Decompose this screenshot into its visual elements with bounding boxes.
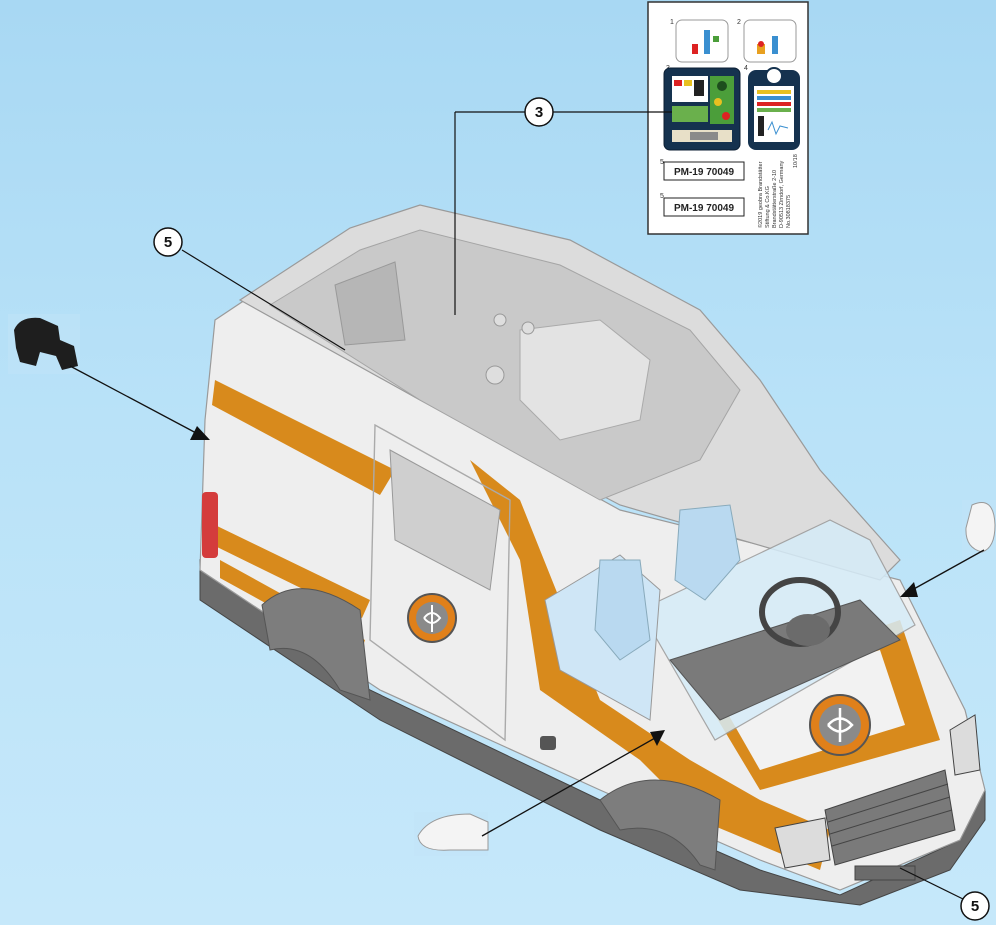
ambulance-van-body [200,205,985,905]
license-plate-holder [855,866,915,880]
sticker-control-panel [664,68,740,150]
interior-mount [494,314,506,326]
front-wheel-arch [600,780,720,870]
callout-number: 5 [154,228,182,256]
mirror-part-icon [414,812,488,856]
svg-text:3: 3 [535,104,543,121]
sticker-index: 4 [744,65,748,72]
legal-line: No.30818375 [786,195,792,228]
sticker-index: 5 [660,159,664,166]
assembly-arrow [70,366,210,440]
sticker-monitor-2 [744,20,796,62]
legal-line: Stiftung & Co.KG [765,186,771,228]
sticker-index: 2 [737,19,741,26]
sticker-index: 1 [670,19,674,26]
svg-text:5: 5 [164,234,172,251]
legal-line: Brandstätterstraße 2-10 [772,170,778,228]
caduceus-emblem-icon [408,594,456,642]
callout-number: 5 [961,892,989,920]
tow-hook-part-icon [8,314,80,374]
rear-light [202,492,218,558]
assembly-arrow [900,550,984,597]
interior-mount [522,322,534,334]
sticker-monitor-1 [676,20,728,62]
legal-line: D-90513 Zirndorf, Germany [779,161,785,228]
callout-number: 3 [525,98,553,126]
sticker-ecg-monitor [748,68,800,150]
svg-text:5: 5 [971,898,979,915]
side-marker [540,736,556,750]
interior-mount [486,366,504,384]
license-plate-text: PM-19 70049 [674,203,734,214]
sticker-sheet: 1 2 3 [648,2,808,234]
license-plate-text: PM-19 70049 [674,167,734,178]
legal-line: 10/18 [793,154,799,168]
sticker-index: 5 [660,193,664,200]
legal-line: ©2019 geobra Brandstätter [757,161,764,228]
mirror-part-icon [962,500,996,560]
caduceus-emblem-icon [810,695,870,755]
